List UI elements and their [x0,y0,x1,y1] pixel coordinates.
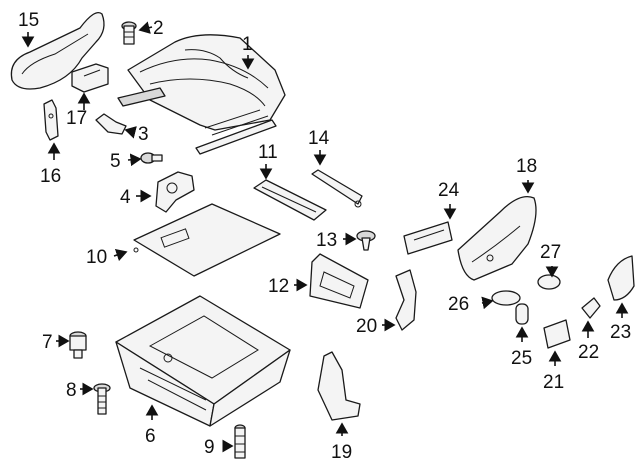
part-13-push-pin [356,230,376,251]
callout-labels: 15 2 1 17 3 16 5 4 10 11 14 13 12 7 8 6 … [18,10,631,463]
part-10-panel [133,203,281,277]
callout-27: 27 [540,242,561,263]
callout-4: 4 [120,187,131,208]
part-11-rail-cover [253,179,327,221]
part-6-seat-base [115,295,291,427]
callout-2: 2 [153,18,164,39]
callout-1: 1 [242,34,253,55]
part-20-bracket [395,269,417,331]
callout-12: 12 [268,276,289,297]
callout-26: 26 [448,294,469,315]
part-22-clip [581,297,601,319]
part-5-screw [140,152,163,164]
callout-17: 17 [66,108,87,129]
callout-11: 11 [258,142,278,163]
part-8-bolt [93,383,111,415]
part-3-clip [95,113,127,135]
callout-19: 19 [331,442,352,463]
part-12-plate [309,253,369,309]
callout-8: 8 [66,380,77,401]
callout-7: 7 [42,332,53,353]
part-15-side-shield [10,11,105,90]
callout-22: 22 [578,342,599,363]
callout-15: 15 [18,10,39,31]
part-14-rail [311,169,363,208]
callout-23: 23 [610,322,631,343]
part-25-button [515,303,529,325]
leader-lines [21,21,629,453]
callout-20: 20 [356,316,377,337]
part-9-stud [234,424,246,459]
part-21-switch [543,319,571,349]
callout-3: 3 [138,124,149,145]
callout-14: 14 [308,128,330,149]
callout-16: 16 [40,166,61,187]
part-27-knob [537,274,561,290]
part-4-actuator [155,171,195,213]
part-23-cover [607,255,635,301]
callout-6: 6 [145,426,156,447]
part-2-bolt [121,21,137,45]
part-18-side-shield [457,195,537,281]
part-17-bracket [71,63,109,93]
callout-5: 5 [110,151,121,172]
callout-25: 25 [511,348,532,369]
part-19-bracket [317,351,361,421]
part-24-switch [403,221,453,255]
part-7-grommet [69,331,87,359]
part-26-knob [491,290,521,306]
callout-21: 21 [543,372,564,393]
callout-10: 10 [86,247,107,268]
callout-9: 9 [204,437,215,458]
callout-18: 18 [516,156,537,177]
callout-13: 13 [316,230,337,251]
part-16-bracket [43,99,59,141]
callout-24: 24 [438,180,460,201]
